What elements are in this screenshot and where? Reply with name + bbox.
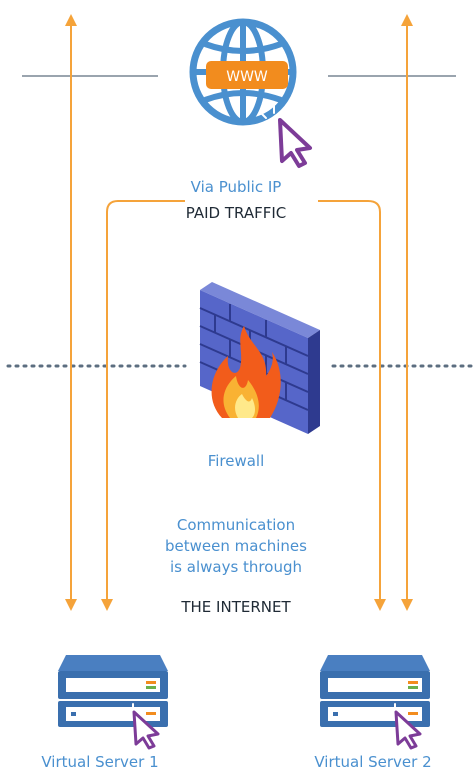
arrow-right-inner (318, 200, 386, 611)
the-internet-label: THE INTERNET (181, 598, 291, 616)
firewall-label: Firewall (207, 452, 265, 470)
firewall-icon (199, 282, 320, 434)
globe-www-icon: WWW (189, 18, 297, 126)
via-public-ip-label: Via Public IP (190, 178, 282, 196)
arrow-left-inner (101, 200, 185, 611)
www-label: WWW (226, 69, 268, 85)
virtual-server-2-label: Virtual Server 2 (314, 753, 432, 771)
communication-label: Communication between machines is always… (165, 516, 307, 576)
server-icon-2 (320, 655, 430, 750)
server-icon (58, 655, 168, 750)
paid-traffic-label: PAID TRAFFIC (185, 204, 287, 222)
virtual-server-1-label: Virtual Server 1 (41, 753, 159, 771)
cursor-click-icon (253, 104, 312, 168)
www-badge (206, 61, 288, 89)
